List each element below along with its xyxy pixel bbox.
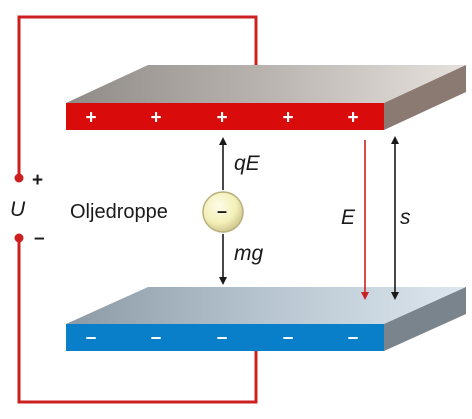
top-plate-surface: [66, 65, 466, 103]
plus-charge-sign: +: [347, 107, 359, 129]
circuit-wire-top: [17, 15, 258, 175]
positive-terminal-dot: [14, 173, 24, 183]
top-plate-front: [66, 103, 384, 130]
positive-terminal-label: +: [32, 170, 44, 191]
minus-charge-sign: –: [347, 327, 359, 349]
bottom-plate-side: [384, 287, 466, 351]
top-plate: [66, 65, 466, 130]
plus-charge-sign: +: [282, 107, 294, 129]
minus-charge-sign: –: [85, 327, 97, 349]
bottom-plate: [66, 287, 466, 351]
field-E-label: E: [341, 206, 356, 229]
force-qE-label: qE: [234, 152, 260, 175]
voltage-U-label: U: [10, 198, 26, 221]
negative-terminal-label: –: [34, 228, 45, 249]
droplet-label: Oljedroppe: [70, 201, 168, 223]
top-plate-side: [384, 65, 466, 130]
minus-charge-sign: –: [216, 327, 228, 349]
droplet-charge: –: [217, 201, 228, 221]
force-mg-label: mg: [234, 242, 264, 265]
distance-s-label: s: [400, 206, 411, 229]
bottom-plate-front: [66, 324, 384, 351]
minus-charge-sign: –: [150, 327, 162, 349]
plus-charge-sign: +: [216, 107, 228, 129]
oil-droplet: [202, 191, 244, 233]
plus-charge-sign: +: [85, 107, 97, 129]
minus-charge-sign: –: [282, 327, 294, 349]
plus-charge-sign: +: [150, 107, 162, 129]
negative-terminal-dot: [14, 233, 24, 243]
circuit-wire-bottom: [17, 239, 258, 404]
